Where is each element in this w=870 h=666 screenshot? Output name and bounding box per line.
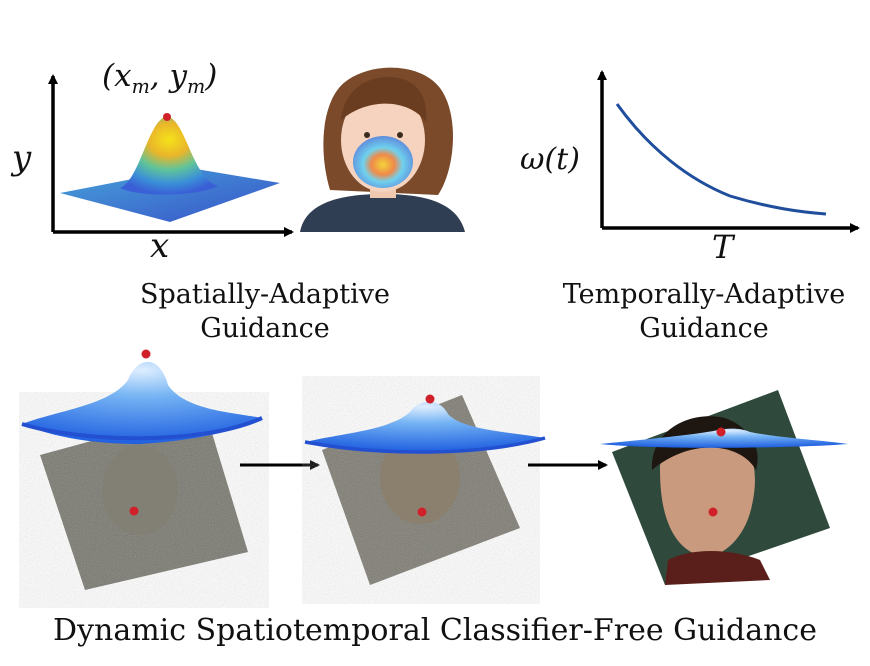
frame-1-peak-dot — [141, 349, 151, 359]
temporal-x-axis-label: T — [712, 228, 734, 266]
spatial-y-axis-label: y — [12, 138, 32, 178]
avatar-with-heatmap — [300, 67, 465, 232]
main-caption: Dynamic Spatiotemporal Classifier-Free G… — [53, 613, 817, 648]
peak-coordinate-label: (xm, ym) — [102, 58, 218, 99]
spatial-caption-line2: Guidance — [200, 313, 330, 344]
temporal-panel — [597, 70, 860, 233]
temporal-caption-line1: Temporally-Adaptive — [562, 279, 846, 310]
spatial-caption-line1: Spatially-Adaptive — [140, 279, 390, 310]
decay-curve — [615, 103, 827, 216]
gaussian-peak — [120, 116, 218, 195]
spatial-x-axis-label: x — [150, 226, 170, 266]
frame-3-face-dot — [708, 507, 718, 517]
temporal-caption-line2: Guidance — [639, 313, 769, 344]
spatial-panel — [48, 67, 465, 237]
frame-2-face-dot — [417, 507, 427, 517]
frame-3-peak-dot — [716, 427, 726, 437]
spatial-caption: Spatially-Adaptive Guidance — [100, 278, 430, 346]
frame-3 — [600, 390, 848, 585]
frame-sequence — [21, 349, 848, 590]
temporal-caption: Temporally-Adaptive Guidance — [545, 278, 863, 346]
frame-1-face-dot — [129, 506, 139, 516]
frame-2-peak-dot — [425, 394, 435, 404]
temporal-y-axis-label: ω(t) — [520, 142, 580, 177]
frame-2 — [304, 394, 546, 585]
peak-dot — [163, 113, 171, 121]
frame-1 — [21, 349, 263, 590]
gaussian-base-plane — [60, 168, 280, 222]
